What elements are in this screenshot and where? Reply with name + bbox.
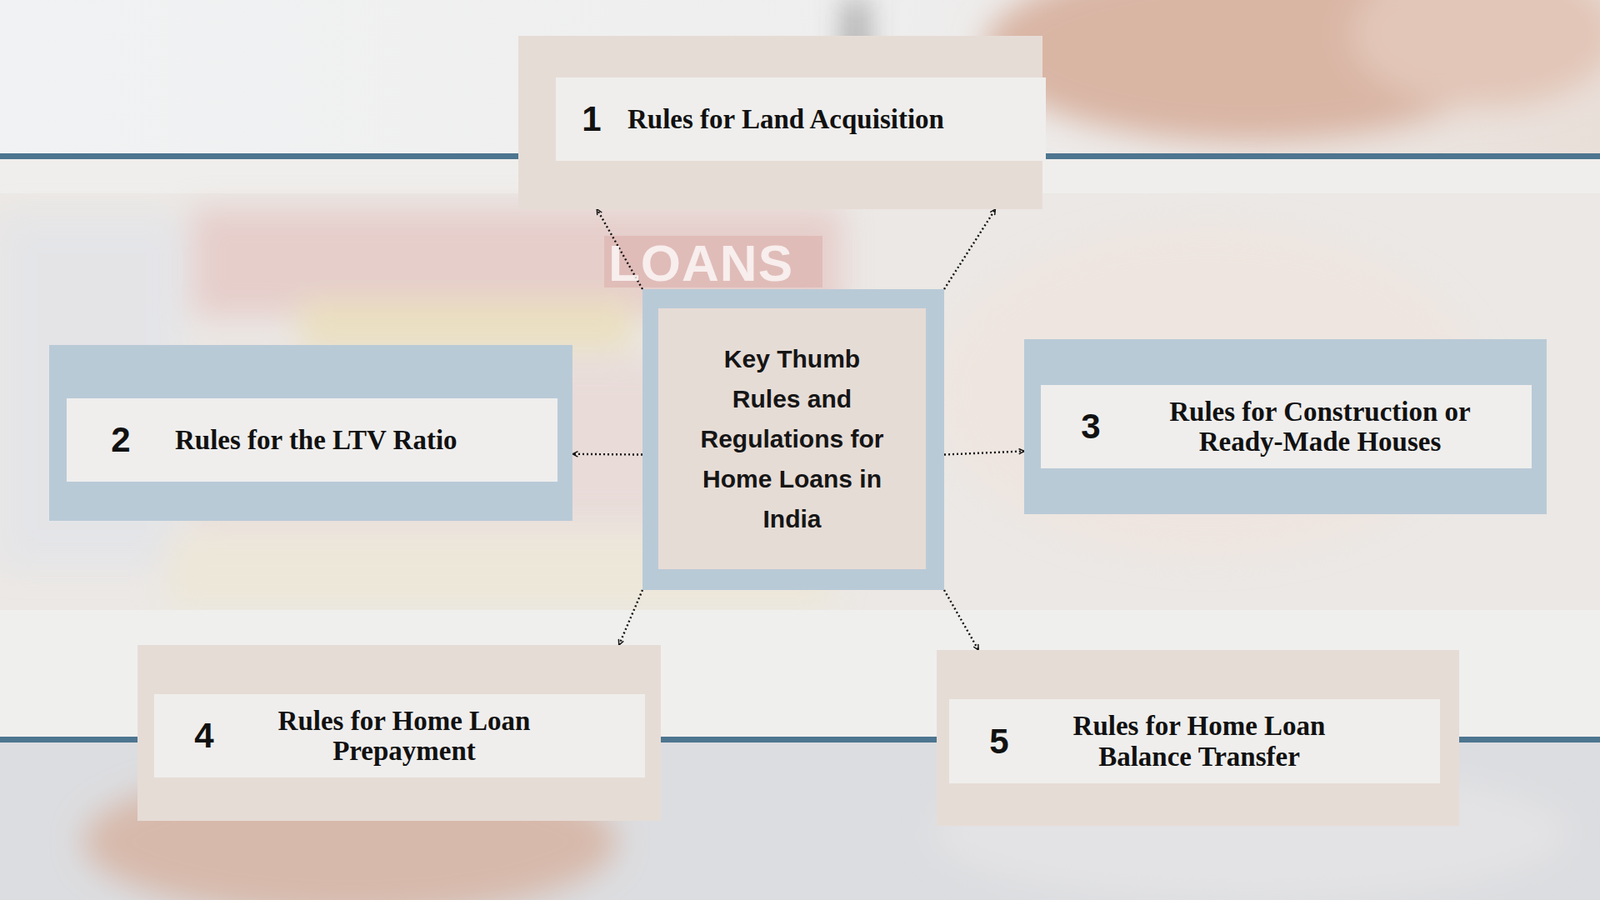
callout-number: 1 xyxy=(555,99,628,140)
box-panel: Key Thumb Rules and Regulations for Home… xyxy=(658,308,926,570)
box-panel: 2Rules for the LTV Ratio xyxy=(66,398,558,482)
rule-label: Rules for Land Acquisition xyxy=(627,104,945,135)
callout-number: 4 xyxy=(154,715,255,756)
watermark-text: LOANS xyxy=(608,233,794,293)
rule-label: Rules for the LTV Ratio xyxy=(175,425,458,455)
rule-box: 4Rules for Home Loan Prepayment xyxy=(137,645,661,821)
hub-title: Key Thumb Rules and Regulations for Home… xyxy=(692,339,893,540)
dotted-arrow xyxy=(944,590,979,650)
rule-box: 3Rules for Construction or Ready-Made Ho… xyxy=(1024,339,1547,515)
rule-box: 2Rules for the LTV Ratio xyxy=(49,345,573,521)
callout-number: 2 xyxy=(66,420,175,460)
block-shape xyxy=(466,300,634,350)
rule-label: Rules for Construction or Ready-Made Hou… xyxy=(1140,396,1500,458)
callout-number: 3 xyxy=(1040,406,1141,447)
photo-middle xyxy=(0,193,1600,610)
block-shape xyxy=(300,300,467,350)
callout-number: 5 xyxy=(949,721,1050,762)
rule-label: Rules for Home Loan Balance Transfer xyxy=(1049,710,1350,772)
rule-box: 5Rules for Home Loan Balance Transfer xyxy=(936,650,1460,826)
box-panel: 5Rules for Home Loan Balance Transfer xyxy=(949,699,1440,784)
dotted-arrow xyxy=(944,450,1025,455)
dotted-arrow xyxy=(572,453,643,456)
hub-box: Key Thumb Rules and Regulations for Home… xyxy=(642,289,945,590)
dotted-arrow xyxy=(944,209,995,290)
hand-shape xyxy=(1350,0,1600,109)
box-panel: 1Rules for Land Acquisition xyxy=(555,77,1046,161)
rule-box: 1Rules for Land Acquisition xyxy=(518,35,1043,210)
dotted-arrow xyxy=(619,590,643,645)
box-panel: 4Rules for Home Loan Prepayment xyxy=(154,694,645,778)
rule-label: Rules for Home Loan Prepayment xyxy=(254,705,555,767)
box-panel: 3Rules for Construction or Ready-Made Ho… xyxy=(1040,385,1532,469)
